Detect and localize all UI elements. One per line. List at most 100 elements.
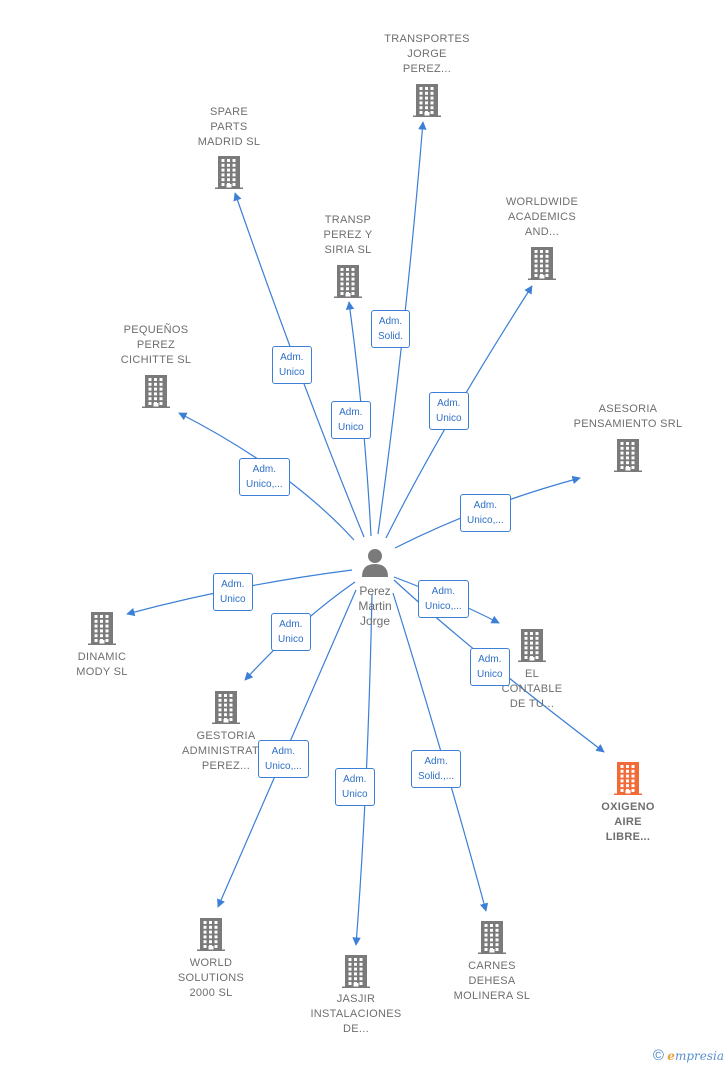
company-label: CARNES DEHESA MOLINERA SL (427, 959, 557, 1004)
company-label-line: PEREZ... (402, 63, 452, 75)
role-label-asesoria[interactable]: Adm.Unico,... (460, 494, 511, 532)
company-label-line: PARTS (210, 121, 248, 133)
company-node-carnes[interactable]: CARNES DEHESA MOLINERA SL (427, 920, 557, 1004)
company-label-line: DINAMIC (77, 651, 127, 663)
person-name-line: Perez (359, 584, 391, 598)
role-label-world[interactable]: Adm.Unico,... (258, 740, 309, 778)
company-label-line: ADMINISTRATIV (181, 745, 271, 757)
role-label-jasjir[interactable]: Adm.Unico (335, 768, 375, 806)
company-label-line: 2000 SL (189, 987, 233, 999)
role-label-line: Solid. (378, 331, 404, 342)
person-name-line: Jorge (359, 614, 391, 628)
role-label-line: Unico (279, 367, 305, 378)
role-label-dinamic[interactable]: Adm.Unico (213, 573, 253, 611)
role-label-spare[interactable]: Adm.Unico (272, 346, 312, 384)
company-label-line: WORLDWIDE (505, 196, 579, 208)
role-label-line: Adm. (424, 756, 448, 767)
role-label-line: Adm. (271, 746, 296, 757)
building-icon (88, 612, 116, 645)
company-label-line: LIBRE... (605, 831, 651, 843)
role-label-oxigeno[interactable]: Adm. Unico (470, 648, 510, 686)
company-label-line: DE TU... (509, 698, 555, 710)
company-label-line: WORLD (189, 957, 233, 969)
role-label-transportes[interactable]: Adm. Solid. (371, 310, 411, 348)
role-label-worldwide[interactable]: Adm.Unico (429, 392, 469, 430)
company-label-line: JORGE (407, 48, 447, 60)
building-icon (518, 629, 546, 662)
company-label-line: PENSAMIENTO SRL (573, 418, 683, 430)
company-label-line: DE... (343, 1023, 369, 1035)
company-label-line: TRANSPORTES (384, 33, 470, 45)
company-label-line: EL (524, 668, 540, 680)
company-label-line: SIRIA SL (324, 244, 372, 256)
company-label-line: TRANSP (324, 214, 372, 226)
company-label-line: DEHESA (468, 975, 516, 987)
company-label-line: MODY SL (76, 666, 128, 678)
role-label-line: Adm. (378, 316, 403, 327)
company-label-line: MOLINERA SL (453, 990, 531, 1002)
company-label: TRANSPORTES JORGE PEREZ... (362, 32, 492, 77)
building-icon (614, 762, 642, 795)
company-label-line: CARNES (468, 960, 516, 972)
company-label: TRANSP PEREZ Y SIRIA SL (283, 213, 413, 258)
building-icon (334, 265, 362, 298)
role-label-gestoria[interactable]: Adm.Unico (271, 613, 311, 651)
company-node-transportes[interactable]: TRANSPORTES JORGE PEREZ... (362, 32, 492, 117)
company-label: EL CONTABLE DE TU... (467, 667, 597, 712)
role-label-transp[interactable]: Adm.Unico (331, 401, 371, 439)
role-label-line: Unico (477, 669, 503, 680)
company-node-transp[interactable]: TRANSP PEREZ Y SIRIA SL (283, 213, 413, 298)
company-label-line: JASJIR (336, 993, 376, 1005)
role-label-line: Unico (342, 789, 368, 800)
company-label: DINAMIC MODY SL (37, 650, 167, 680)
role-label-line: Unico,... (246, 479, 283, 490)
person-name-line: Martin (358, 599, 392, 613)
footer-brand[interactable]: © empresia (653, 1047, 724, 1064)
company-label-line: SPARE (210, 106, 248, 118)
company-label-line: ACADEMICS (507, 211, 577, 223)
company-label-line: AND... (524, 226, 560, 238)
company-label-line: CONTABLE (501, 683, 563, 695)
role-label-line: Unico,... (425, 601, 462, 612)
role-label-line: Adm. (252, 464, 277, 475)
building-icon (478, 921, 506, 954)
building-icon (142, 375, 170, 408)
building-icon (528, 247, 556, 280)
building-icon (212, 691, 240, 724)
company-label-line: CICHITTE SL (120, 354, 192, 366)
company-label-line: OXIGENO (601, 801, 655, 813)
company-node-worldwide[interactable]: WORLDWIDE ACADEMICS AND... (477, 195, 607, 280)
role-label-line: Solid.,... (418, 771, 455, 782)
role-label-line: Adm. (478, 654, 502, 665)
role-label-line: Adm. (473, 500, 498, 511)
company-label-line: PEQUEÑOS (123, 324, 189, 336)
role-label-carnes[interactable]: Adm. Solid.,... (411, 750, 462, 788)
role-label-line: Unico (436, 413, 462, 424)
company-label-line: INSTALACIONES (310, 1008, 402, 1020)
company-node-jasjir[interactable]: JASJIR INSTALACIONES DE... (291, 954, 421, 1037)
building-icon (614, 439, 642, 472)
company-node-dinamic[interactable]: DINAMIC MODY SL (37, 611, 167, 680)
company-label: WORLDWIDE ACADEMICS AND... (477, 195, 607, 240)
role-label-pequenos[interactable]: Adm. Unico,... (239, 458, 290, 496)
role-label-line: Unico (220, 594, 246, 605)
role-label-contable[interactable]: Adm. Unico,... (418, 580, 469, 618)
company-label-line: PEREZ... (201, 760, 251, 772)
role-label-line: Adm. (431, 586, 456, 597)
company-label-line: PEREZ Y (323, 229, 373, 241)
building-icon (215, 156, 243, 189)
building-icon (197, 918, 225, 951)
company-node-contable[interactable]: EL CONTABLE DE TU... (467, 628, 597, 712)
